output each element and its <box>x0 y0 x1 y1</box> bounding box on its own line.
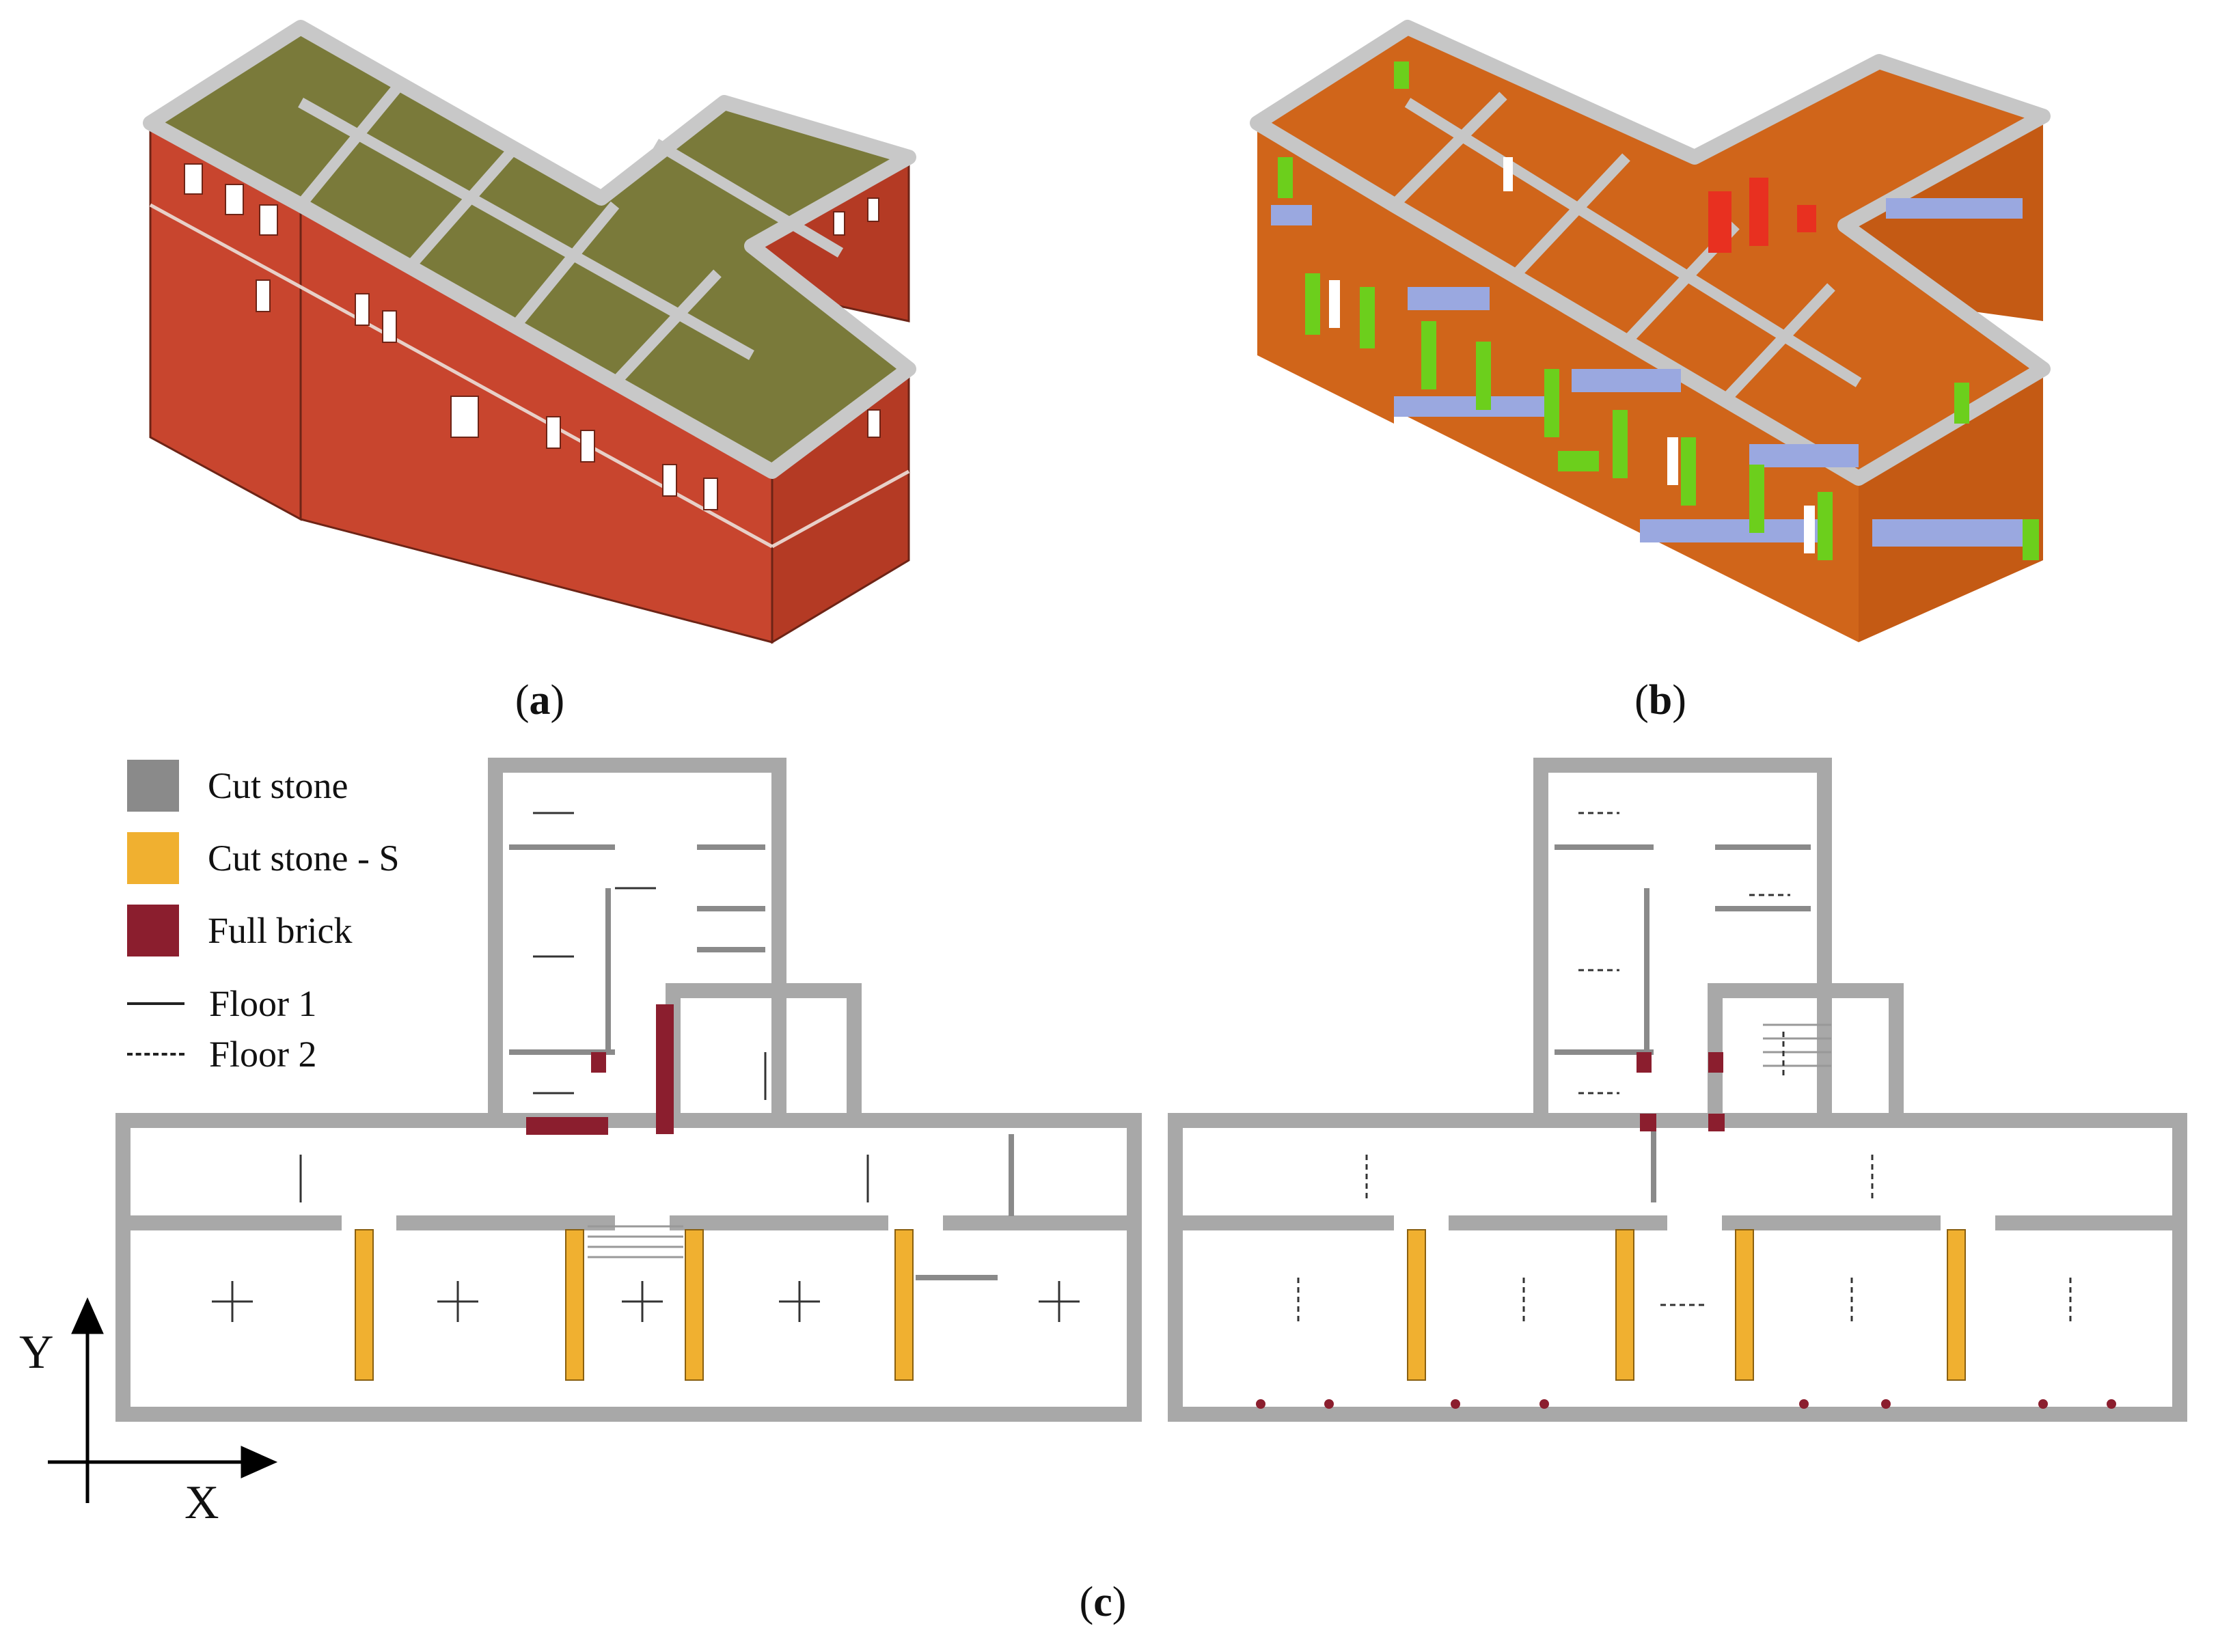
full-brick-walls-right <box>1256 1052 2116 1409</box>
legend-label: Full brick <box>208 910 353 951</box>
legend-item-floor-1: Floor 1 <box>127 982 317 1025</box>
axis-label-x: X <box>184 1476 219 1529</box>
entrance-stairs-left <box>588 1225 683 1258</box>
legend-item-cut-stone-s: Cut stone - S <box>127 832 400 884</box>
legend-item-cut-stone: Cut stone <box>127 760 348 812</box>
legend-label: Cut stone - S <box>208 838 400 879</box>
load-direction-arrows-left <box>212 812 1080 1322</box>
string-course <box>299 285 773 549</box>
spandrel-elements <box>1271 198 2023 547</box>
load-direction-arrows-right <box>1297 812 2072 1325</box>
legend-line-solid <box>127 1002 184 1005</box>
interior-walls <box>296 85 844 387</box>
caption-b: (b) <box>1634 677 1686 724</box>
string-course <box>149 203 302 289</box>
legend-swatch-full-brick <box>127 905 179 956</box>
caption-c: (c) <box>1079 1579 1127 1625</box>
legend-item-floor-2: Floor 2 <box>127 1033 317 1075</box>
legend-label: Floor 2 <box>209 1034 317 1075</box>
caption-a: (a) <box>515 677 565 724</box>
cut-stone-s-walls-left <box>355 1229 914 1381</box>
roof-top-outline <box>143 20 916 479</box>
axis-label-y: Y <box>19 1326 54 1379</box>
cut-stone-s-walls-right <box>1407 1229 1966 1381</box>
floor-plan-right <box>1168 758 2187 1422</box>
stair-elements <box>1708 178 1816 253</box>
pier-elements <box>1278 61 2039 560</box>
full-brick-walls-left <box>526 1004 674 1135</box>
floor-plan-left-partitions <box>509 844 1014 1280</box>
legend-label: Floor 1 <box>209 983 317 1024</box>
legend-item-full-brick: Full brick <box>127 905 353 956</box>
legend-swatch-cut-stone-s <box>127 832 179 884</box>
window-openings <box>184 163 881 510</box>
string-course <box>771 469 910 549</box>
legend-label: Cut stone <box>208 765 348 806</box>
frame-interior-walls <box>1390 92 1862 407</box>
legend-line-dashed <box>127 1053 184 1056</box>
opening-elements <box>1329 157 1815 553</box>
legend-swatch-cut-stone <box>127 760 179 812</box>
xy-axis-indicator <box>48 1297 278 1503</box>
frame-right-end <box>1859 369 2043 642</box>
stair-block-right <box>1763 1023 1831 1067</box>
